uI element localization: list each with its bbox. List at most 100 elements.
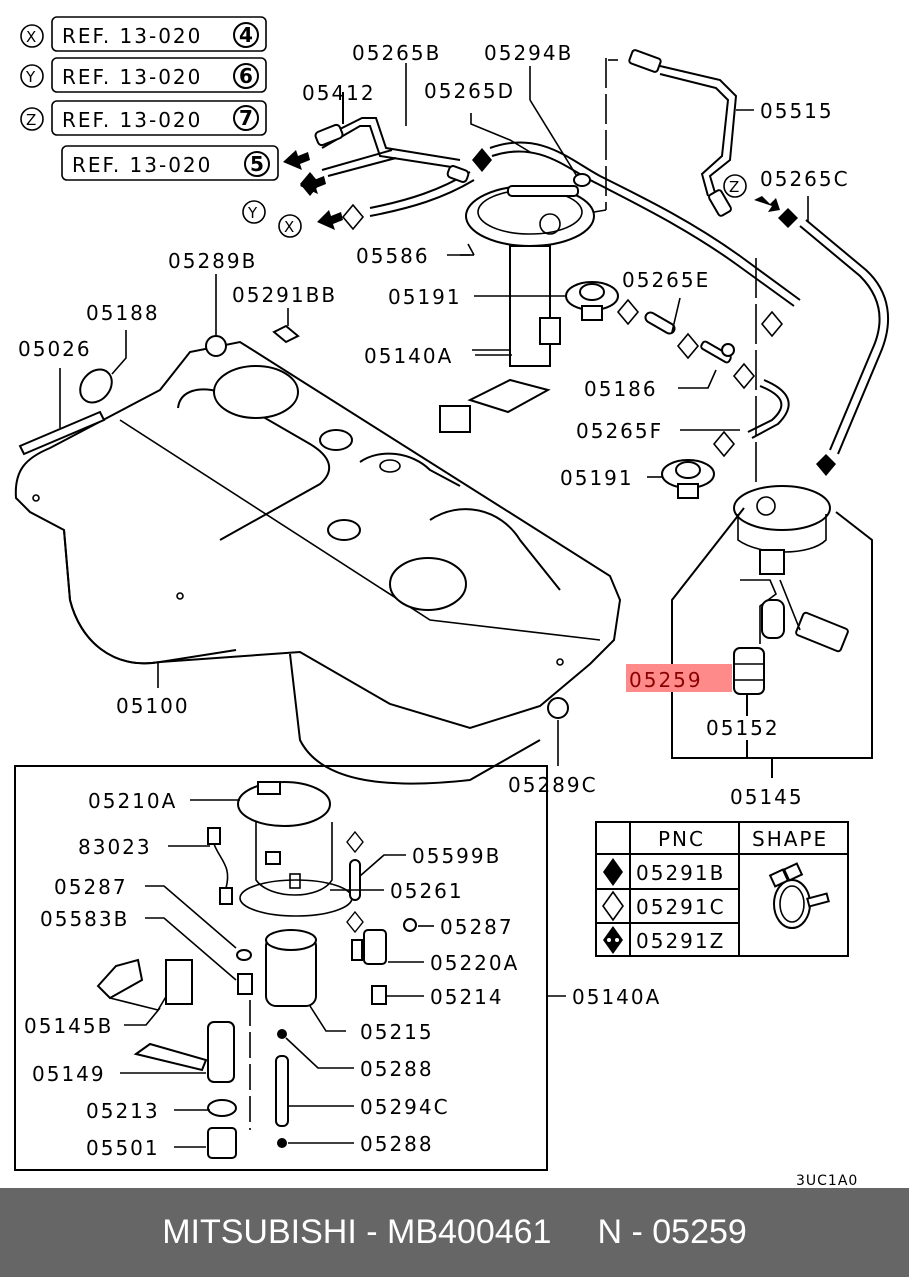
leader-lines — [120, 63, 740, 1148]
label-05191-upper[interactable]: 05191 — [388, 285, 462, 309]
legend-pnc-05291B: 05291B — [636, 861, 725, 885]
legend-header-shape: SHAPE — [752, 827, 828, 851]
reference-frame — [61, 145, 279, 181]
reference-text: REF. 13-020 — [62, 108, 202, 132]
label-05289B[interactable]: 05289B — [168, 249, 257, 273]
label-05599B[interactable]: 05599B — [412, 844, 501, 868]
drain-plug-05289C — [547, 697, 569, 766]
reference-box-x[interactable]: X REF. 13-020 4 — [20, 16, 267, 52]
label-05213[interactable]: 05213 — [86, 1099, 160, 1123]
reference-box-5[interactable]: REF. 13-020 5 — [61, 145, 279, 181]
label-05188[interactable]: 05188 — [86, 301, 160, 325]
label-05583B[interactable]: 05583B — [40, 907, 129, 931]
label-05265D[interactable]: 05265D — [424, 79, 515, 103]
fuel-pump-assembly-05145[interactable] — [733, 485, 849, 695]
label-05210A[interactable]: 05210A — [88, 789, 177, 813]
marker-x-icon — [20, 24, 44, 48]
hose-05265C — [799, 196, 890, 455]
part-labels: 05265B 05294B 05412 05265D 05515 05265C … — [18, 41, 858, 1188]
open-diamond-icon — [712, 430, 736, 458]
ref-number-circle-icon — [233, 105, 259, 131]
label-05100[interactable]: 05100 — [116, 694, 190, 718]
label-05294C[interactable]: 05294C — [360, 1095, 450, 1119]
label-83023[interactable]: 83023 — [78, 835, 152, 859]
label-05265F[interactable]: 05265F — [576, 419, 663, 443]
marker-z-label: Z — [729, 178, 740, 196]
label-05287-right[interactable]: 05287 — [440, 915, 514, 939]
label-05291BB[interactable]: 05291BB — [232, 283, 337, 307]
reference-box-z[interactable]: Z REF. 13-020 7 — [20, 100, 267, 136]
marker-x-label: X — [284, 218, 295, 236]
arrow-z-icon — [754, 196, 780, 212]
hose-05265E — [644, 311, 676, 335]
hose-05515 — [628, 49, 754, 217]
pump-exploded-parts — [96, 781, 417, 1159]
filled-diamond-icon — [603, 858, 623, 886]
hose-05265D — [470, 113, 801, 307]
hose-05265B — [317, 117, 461, 177]
dotted-diamond-icon — [603, 926, 623, 954]
label-05145B[interactable]: 05145B — [24, 1014, 113, 1038]
clamp-legend-table: PNC SHAPE 05291B 05291C 05291Z — [595, 821, 849, 957]
nut-05289B — [205, 274, 227, 357]
label-05287-left[interactable]: 05287 — [54, 875, 128, 899]
highlight-box — [626, 664, 732, 692]
label-05288-upper[interactable]: 05288 — [360, 1057, 434, 1081]
open-diamond-icon — [732, 362, 756, 390]
label-05294B[interactable]: 05294B — [484, 41, 573, 65]
label-05261[interactable]: 05261 — [390, 879, 464, 903]
open-diamond-icon — [602, 890, 624, 922]
label-05586[interactable]: 05586 — [356, 244, 430, 268]
label-05265E[interactable]: 05265E — [622, 268, 710, 292]
hose-05265F — [747, 385, 783, 433]
filled-diamond-icon — [472, 148, 492, 172]
exploded-view-frame — [14, 765, 548, 1171]
open-diamond-icon — [341, 203, 365, 231]
label-05501[interactable]: 05501 — [86, 1136, 160, 1160]
pump-opening-upper — [213, 365, 299, 419]
label-05412[interactable]: 05412 — [302, 81, 376, 105]
reference-frame — [51, 16, 267, 52]
ref-number: 4 — [239, 23, 255, 47]
label-05140A-assembly[interactable]: 05140A — [572, 985, 661, 1009]
filter-05259[interactable] — [733, 647, 765, 695]
label-05289C[interactable]: 05289C — [508, 773, 598, 797]
label-05140A[interactable]: 05140A — [364, 344, 453, 368]
label-05145[interactable]: 05145 — [730, 785, 804, 809]
open-diamond-icon — [616, 298, 640, 326]
label-05515[interactable]: 05515 — [760, 99, 834, 123]
label-05149[interactable]: 05149 — [32, 1062, 106, 1086]
fuel-tank-05100[interactable] — [14, 340, 622, 785]
reference-box-y[interactable]: Y REF. 13-020 6 — [20, 57, 267, 93]
marker-y-label: Y — [247, 204, 258, 222]
footer-ref-separator: - — [622, 1213, 653, 1251]
marker-z-icon — [20, 107, 44, 131]
open-diamond-icon — [676, 332, 700, 360]
cap-05191-lower — [661, 459, 715, 499]
filled-diamond-icon — [778, 208, 798, 228]
label-05288-lower[interactable]: 05288 — [360, 1132, 434, 1156]
label-05220A[interactable]: 05220A — [430, 951, 519, 975]
label-05265B[interactable]: 05265B — [352, 41, 441, 65]
reference-text: REF. 13-020 — [62, 65, 202, 89]
clip-05291BB — [272, 308, 300, 344]
label-05259-highlighted[interactable]: 05259 — [629, 668, 703, 692]
footer-bar: MITSUBISHI - MB400461 N - 05259 — [0, 1188, 909, 1277]
reference-text: REF. 13-020 — [62, 24, 202, 48]
label-05265C[interactable]: 05265C — [760, 167, 850, 191]
label-05215[interactable]: 05215 — [360, 1020, 434, 1044]
filler-hose-05026 — [18, 368, 106, 456]
marker-z-label: Z — [26, 111, 37, 129]
filled-diamond-icon — [300, 172, 320, 196]
label-05214[interactable]: 05214 — [430, 985, 504, 1009]
label-05191-lower[interactable]: 05191 — [560, 466, 634, 490]
hose-clamp-shape-icon — [768, 862, 830, 929]
label-05026[interactable]: 05026 — [18, 337, 92, 361]
arrow-x-icon — [317, 210, 343, 230]
pump-opening-lower — [389, 557, 467, 611]
marker-y-icon — [242, 200, 266, 224]
label-05152[interactable]: 05152 — [706, 716, 780, 740]
label-05186[interactable]: 05186 — [584, 377, 658, 401]
drawing-code: 3UC1A0 — [796, 1173, 858, 1188]
marker-x-icon — [278, 214, 302, 238]
